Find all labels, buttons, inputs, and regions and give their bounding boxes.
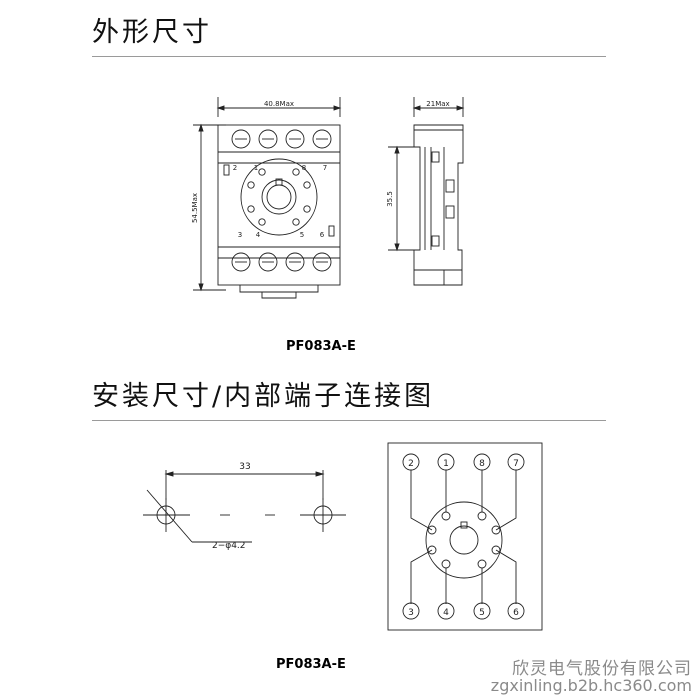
watermark-company: 欣灵电气股份有限公司 [512,659,692,679]
mounting-hole-label: 2−φ4.2 [212,541,246,551]
section-title-mounting-wiring: 安装尺寸/内部端子连接图 [92,381,435,412]
wiring-terminal-number: 5 [479,608,485,618]
watermark-url: zgxinling.b2b.hc360.com [490,676,692,695]
mounting-hole-drawing: 33 2−φ4.2 [143,462,346,551]
terminal-number: 4 [256,231,261,239]
terminal-number: 3 [238,231,242,239]
section-divider [92,56,606,57]
front-height-label: 54.5Max [191,193,199,223]
terminal-number: 1 [254,164,258,172]
wiring-terminal-number: 1 [443,459,449,469]
top-screw-terminals [231,129,332,149]
side-height-label: 35.5 [386,191,394,207]
socket-pin-holes [247,168,311,226]
side-width-label: 21Max [426,100,449,108]
wiring-diagram: 2 1 8 7 3 4 5 6 [387,442,543,631]
front-view-drawing: 40.8Max 54.5Max 2 1 8 7 3 4 5 6 [191,97,342,299]
side-view-drawing: 21Max 35.5 [386,97,465,286]
wiring-terminal-number: 4 [443,608,449,618]
model-label-top: PF083A-E [286,339,356,354]
wiring-terminal-number: 3 [408,608,414,618]
terminal-number: 2 [233,164,237,172]
mounting-spacing-label: 33 [239,462,250,472]
front-width-label: 40.8Max [264,100,294,108]
terminal-number: 6 [320,231,325,239]
terminal-number: 8 [302,164,306,172]
section-title-dimensions: 外形尺寸 [92,17,212,48]
terminal-number: 7 [323,164,327,172]
bottom-screw-terminals [231,252,332,272]
wiring-terminal-number: 7 [513,459,519,469]
wiring-terminal-number: 8 [479,459,485,469]
wiring-terminal-number: 2 [408,459,414,469]
section-divider [92,420,606,421]
model-label-bottom: PF083A-E [276,657,346,672]
wiring-terminal-number: 6 [513,608,519,618]
terminal-number: 5 [300,231,304,239]
